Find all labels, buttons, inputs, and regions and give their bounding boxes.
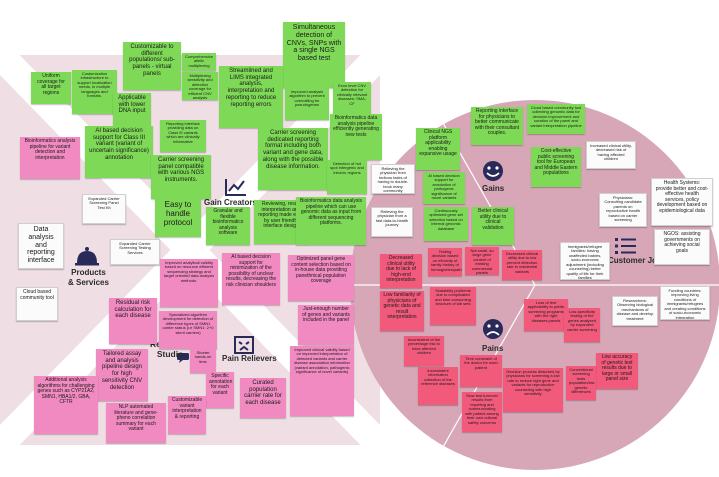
sticky-note: Bioinformatics data analysis pipeline ef… xyxy=(330,114,382,160)
pain-relievers-label: Pain Relievers xyxy=(222,354,277,363)
sticky-note: Expanded Carrier Screening Panel Test Ki… xyxy=(82,194,126,224)
face-smile-icon xyxy=(483,161,503,181)
sticky-note: Cloud based community tool xyxy=(16,287,58,321)
sticky-note: Specific annotation for each variant xyxy=(206,372,234,408)
sticky-note: Optimized panel gene content selection b… xyxy=(288,255,354,301)
sticky-note: Just-enough number of genes and variants… xyxy=(298,305,354,345)
face-sad-icon xyxy=(483,319,503,339)
sticky-note: Additional analysis algorithms for chall… xyxy=(34,376,98,434)
sticky-note: Improved analytical validity based on re… xyxy=(160,259,218,307)
sticky-note: Better clinical utility due to clinical … xyxy=(472,207,514,245)
sticky-note: Granular and flexible bioinformatics ana… xyxy=(206,207,250,245)
sticky-note: Detection of hot spot intergenic and int… xyxy=(327,160,367,194)
face-sad-icon xyxy=(234,336,254,354)
sticky-note: Customizable to different populations/ s… xyxy=(123,42,181,90)
sticky-note: Customization infrastructure to support … xyxy=(72,70,117,114)
sticky-note: Low accuracy of genetic test results due… xyxy=(596,353,638,389)
sticky-note: Inconsistent information collection of t… xyxy=(418,367,458,405)
gain-creators-label: Gain Creators xyxy=(204,198,257,207)
sticky-note: Conventional screening tests population/… xyxy=(566,366,596,400)
sticky-note: Bioinformatics data analysis pipeline wh… xyxy=(296,197,366,245)
pains-label: Pains xyxy=(482,344,504,353)
sticky-note: Improved analysis algorithm to prevent o… xyxy=(285,88,329,120)
sticky-note: Time constraint of the doctor for each p… xyxy=(460,355,502,387)
speech-bubble-icon xyxy=(177,353,189,363)
sticky-note: Uniform coverage for all target regions xyxy=(31,72,71,104)
sticky-note: Customizable variant interpretation & re… xyxy=(168,396,206,434)
sticky-note: Curated population carrier rate for each… xyxy=(240,378,286,418)
sticky-note: Residual risk calculation for each disea… xyxy=(109,298,157,344)
sticky-note: Relieving the physician from tedious tas… xyxy=(371,164,415,194)
sticky-note: Inconsistent of the percentage risk to h… xyxy=(404,336,444,366)
checklist-icon xyxy=(615,238,636,254)
sticky-note: Funding countries: improving living cond… xyxy=(660,286,710,320)
sticky-note: NGOS: assisting governments on achieving… xyxy=(654,229,710,265)
sticky-note: Health Systems: provide better and cost-… xyxy=(651,178,713,226)
sticky-note: Shorter hands-on time xyxy=(190,349,216,373)
sticky-note: Comprehensive allelic multiplexing xyxy=(182,53,216,71)
sticky-note: Expanded Carrier Screening Testing Servi… xyxy=(110,239,160,265)
sticky-note: Researchers: Observing biological mechan… xyxy=(612,296,658,326)
sticky-note: Physicians: Consulting candidate parents… xyxy=(599,193,647,227)
sticky-note: Increased clinical utility, decreased ri… xyxy=(586,141,636,169)
sticky-note: Scalability problems due to complicated … xyxy=(430,287,476,325)
sticky-note: Immigrants/refugee families: having unaf… xyxy=(560,242,610,280)
sticky-note: Tailored assay and analysis pipeline des… xyxy=(96,349,148,401)
sticky-note: Reporting interface providing data on Cl… xyxy=(160,120,206,152)
sticky-note: Carrier screening panel compatible with … xyxy=(151,155,211,199)
sticky-note: Cost-effective public screening tool for… xyxy=(531,147,581,187)
bell-icon xyxy=(75,247,99,266)
sticky-note: Multiplexing sensitivity and detection c… xyxy=(182,72,218,100)
sticky-note: Decreased clinical utility due to lack o… xyxy=(380,254,422,288)
sticky-note: Continuously optimized gene set selectio… xyxy=(424,207,468,241)
sticky-note: Reporting interface for physicians to be… xyxy=(471,107,523,145)
sticky-note: AI based decision support for Class III … xyxy=(85,126,153,178)
sticky-note: Low-specificity testing of the genes ana… xyxy=(564,308,600,342)
sticky-note: Simultaneous detection of CNVs, SNPs wit… xyxy=(283,22,345,88)
sticky-note: Decreased clinical utility due to low pe… xyxy=(502,250,542,280)
sticky-note: Clinical NGS platform applicability enab… xyxy=(416,128,460,170)
sticky-note: Exon level CNV detection for clinically … xyxy=(333,82,371,114)
gains-label: Gains xyxy=(482,184,505,193)
sticky-note: Loss of test applicability to public scr… xyxy=(524,299,568,331)
sticky-note: Bioinformatics analysis pipeline for var… xyxy=(20,137,80,179)
sticky-note: Not small, so large gene content of exis… xyxy=(465,247,499,275)
sticky-note: Slow test turnover results from reportin… xyxy=(462,392,502,432)
sticky-note: Data analysis and reporting interface xyxy=(18,223,64,269)
sticky-note: Improved clinical validity based on impr… xyxy=(290,346,354,416)
sticky-note: NLP automated literature and gene-pheno … xyxy=(106,403,166,443)
customer-jobs-label: Customer Jobs xyxy=(608,256,667,265)
sticky-note: Easy to handle protocol xyxy=(155,199,201,237)
sticky-note: Carrier screening dedicated reporting fo… xyxy=(258,128,328,190)
sticky-note: Decision process disturbed by physicians… xyxy=(503,368,563,412)
sticky-note: Low familiarity of physicians of genetic… xyxy=(380,291,424,331)
sticky-note: Relieving the physician from a fast data… xyxy=(371,207,413,237)
sticky-note: Applicable with lower DNA input xyxy=(113,93,151,127)
sticky-note: Specialized algorithm development for de… xyxy=(159,311,217,349)
sticky-note: Testing decision based on ethnicity of f… xyxy=(428,248,462,276)
sticky-note: Cloud based community tool collecting ge… xyxy=(527,104,585,134)
sticky-note: Streamlined and LIMS integrated analysis… xyxy=(219,66,283,128)
products-services-label: Products & Services xyxy=(68,268,109,287)
sticky-note: AI based decision support for minimizati… xyxy=(222,253,280,305)
chart-icon xyxy=(225,179,246,196)
sticky-note: AI based decision support for annotation… xyxy=(423,172,465,204)
